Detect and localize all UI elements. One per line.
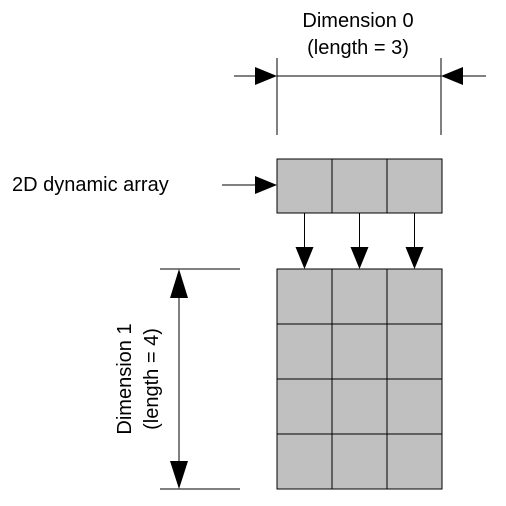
dimension-0-title: Dimension 0: [302, 10, 413, 32]
dimension-0-left-arrow-icon: [255, 67, 277, 85]
dimension-1-up-arrow-icon: [170, 269, 188, 298]
grid-cell: [276, 268, 333, 325]
down-arrow-icon: [405, 247, 424, 269]
grid-cell: [386, 378, 443, 435]
grid-cell: [331, 323, 388, 380]
array-label: 2D dynamic array: [12, 174, 169, 196]
dimension-1-down-arrow-icon: [170, 461, 188, 489]
array-pointer-arrow-icon: [255, 176, 277, 194]
down-arrows: [295, 213, 424, 269]
dimension-1-title: Dimension 1: [114, 323, 136, 434]
pointer-cell: [386, 158, 443, 214]
grid-cell: [331, 378, 388, 435]
grid-cell: [331, 433, 388, 490]
grid-cell: [386, 323, 443, 380]
grid-cell: [276, 378, 333, 435]
pointer-cell: [331, 158, 388, 214]
grid-cell: [276, 433, 333, 490]
grid-cell: [386, 268, 443, 325]
down-arrow-icon: [295, 247, 314, 269]
pointer-array-row: [276, 158, 443, 214]
grid-cell: [276, 323, 333, 380]
pointer-cell: [276, 158, 333, 214]
grid-cell: [386, 433, 443, 490]
grid-cell: [331, 268, 388, 325]
dimension-0-length: (length = 3): [307, 37, 409, 59]
dimension-0-right-arrow-icon: [441, 67, 463, 85]
dimension-1-length: (length = 4): [141, 328, 163, 430]
down-arrow-icon: [350, 247, 369, 269]
element-grid: [276, 268, 443, 490]
